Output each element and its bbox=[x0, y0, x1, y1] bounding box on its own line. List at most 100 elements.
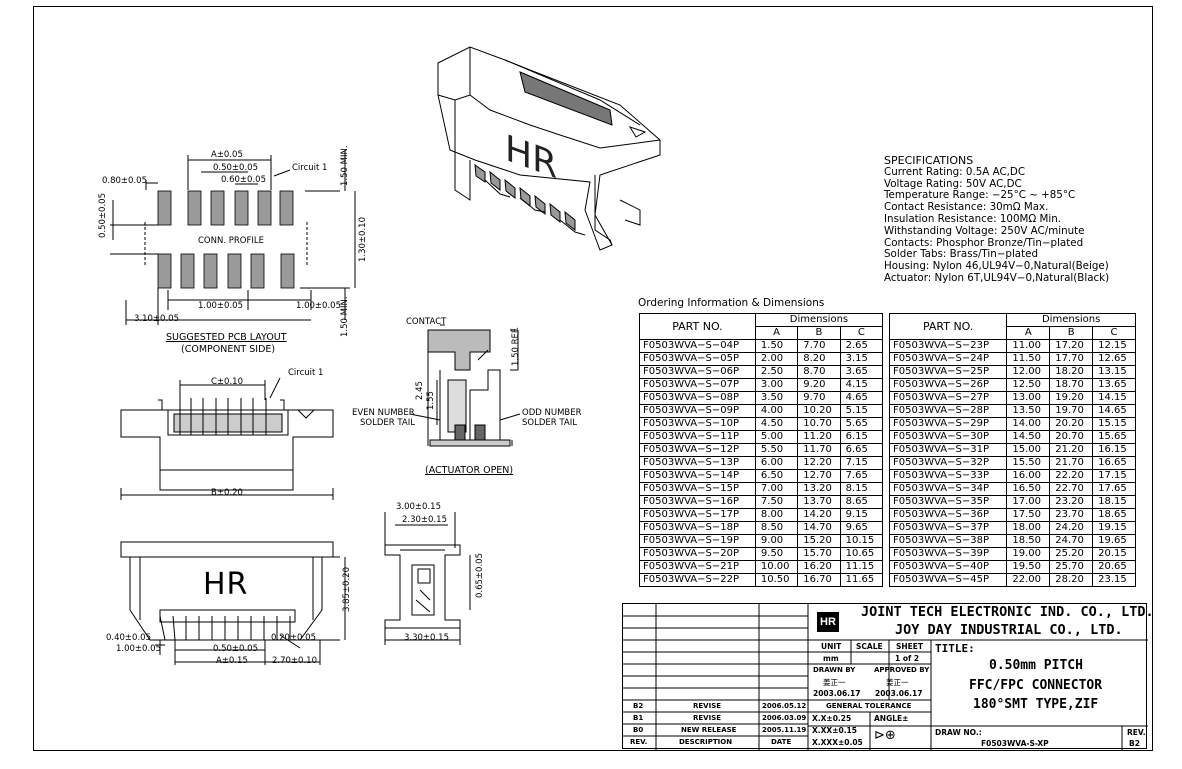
dim-050-vertical: 0.50±0.05 bbox=[98, 193, 108, 238]
dim-c-cell: 20.15 bbox=[1092, 547, 1136, 561]
part-no-cell: F0503WVA−S−45P bbox=[888, 573, 1008, 587]
col-c-header: C bbox=[1092, 326, 1136, 340]
dim-a-cell: 2.00 bbox=[754, 352, 799, 366]
projection-symbol-icon: ⊳⊕ bbox=[874, 728, 896, 743]
spec-line: Actuator: Nylon 6T,UL94V−0,Natural(Black… bbox=[884, 271, 1110, 284]
dim-b-cell: 8.70 bbox=[797, 365, 841, 379]
rev-row-date: 2005.11.19 bbox=[762, 726, 807, 734]
unit-value: mm bbox=[823, 654, 839, 663]
pcb-caption-sub: (COMPONENT SIDE) bbox=[181, 344, 276, 355]
drawing-border bbox=[33, 6, 1153, 751]
spec-line: Contacts: Phosphor Bronze/Tin−plated bbox=[884, 236, 1084, 249]
dim-b-cell: 21.20 bbox=[1049, 443, 1094, 457]
dim-b-cell: 15.70 bbox=[797, 547, 841, 561]
dim-b-cell: 11.20 bbox=[797, 430, 841, 444]
part-no-cell: F0503WVA−S−06P bbox=[639, 365, 756, 379]
spec-line: Temperature Range: −25°C ~ +85°C bbox=[884, 189, 1076, 202]
conn-profile-label: CONN. PROFILE bbox=[198, 236, 264, 246]
dim-a-cell: 15.00 bbox=[1006, 443, 1051, 457]
hr-logo-bottom: HR bbox=[203, 567, 249, 602]
dim-100-right: 1.00±0.05 bbox=[296, 301, 341, 311]
dim-c-cell: 13.15 bbox=[1092, 365, 1136, 379]
dim-c-cell: 5.65 bbox=[839, 417, 884, 431]
dim-b-cell: 14.20 bbox=[797, 508, 841, 522]
dim-c-cell: 9.15 bbox=[839, 508, 884, 522]
dim-a-cell: 16.50 bbox=[1006, 482, 1051, 496]
dim-c-cell: 16.65 bbox=[1092, 456, 1136, 470]
dim-b-cell: 18.20 bbox=[1049, 365, 1094, 379]
approved-by-date: 2003.06.17 bbox=[875, 689, 923, 698]
title-label: TITLE: bbox=[935, 642, 975, 655]
title-block-grid bbox=[623, 604, 1148, 750]
dim-a-cell: 7.00 bbox=[754, 482, 799, 496]
draw-no-label: DRAW NO.: bbox=[935, 728, 982, 737]
dim-c-cell: 3.15 bbox=[839, 352, 884, 366]
draw-no-value: F0503WVA-S-XP bbox=[981, 739, 1049, 748]
dim-b-cell: 23.20 bbox=[1049, 495, 1094, 509]
dim-a-cell: 1.50 bbox=[754, 339, 799, 353]
dim-a-cell: 6.00 bbox=[754, 456, 799, 470]
tolerance-2: X.XX±0.15 bbox=[812, 726, 857, 735]
part-no-cell: F0503WVA−S−18P bbox=[639, 521, 756, 535]
dim-b-cell: 13.70 bbox=[797, 495, 841, 509]
general-tolerance-label: GENERAL TOLERANCE bbox=[826, 702, 912, 710]
dim-a-cell: 14.50 bbox=[1006, 430, 1051, 444]
dim-b-cell: 17.70 bbox=[1049, 352, 1094, 366]
dim-c-cell: 20.65 bbox=[1092, 560, 1136, 574]
dim-c-cell: 15.65 bbox=[1092, 430, 1136, 444]
dim-050-bottom: 0.50±0.05 bbox=[213, 644, 258, 654]
rev-row-code: B2 bbox=[633, 702, 644, 710]
dim-c-cell: 17.15 bbox=[1092, 469, 1136, 483]
dim-b-cell: 11.70 bbox=[797, 443, 841, 457]
part-no-cell: F0503WVA−S−34P bbox=[888, 482, 1008, 496]
spec-line: Housing: Nylon 46,UL94V−0,Natural(Beige) bbox=[884, 260, 1109, 273]
dim-a-cell: 2.50 bbox=[754, 365, 799, 379]
dim-c-cell: 18.15 bbox=[1092, 495, 1136, 509]
dim-a: A±0.05 bbox=[211, 150, 243, 160]
dim-a-cell: 5.50 bbox=[754, 443, 799, 457]
dim-c-cell: 18.65 bbox=[1092, 508, 1136, 522]
dim-300: 3.00±0.15 bbox=[396, 502, 441, 512]
dim-270: 2.70±0.10 bbox=[272, 656, 317, 666]
part-no-cell: F0503WVA−S−11P bbox=[639, 430, 756, 444]
part-no-cell: F0503WVA−S−29P bbox=[888, 417, 1008, 431]
dim-c-cell: 19.15 bbox=[1092, 521, 1136, 535]
rev-row-code: B0 bbox=[633, 726, 644, 734]
part-no-cell: F0503WVA−S−20P bbox=[639, 547, 756, 561]
dim-a-cell: 9.00 bbox=[754, 534, 799, 548]
dim-c-cell: 17.65 bbox=[1092, 482, 1136, 496]
rev-row-date: 2006.03.09 bbox=[762, 714, 807, 722]
dim-a-cell: 16.00 bbox=[1006, 469, 1051, 483]
col-c-header: C bbox=[839, 326, 884, 340]
dim-385: 3.85±0.20 bbox=[342, 567, 352, 612]
part-no-cell: F0503WVA−S−27P bbox=[888, 391, 1008, 405]
dim-b-cell: 20.20 bbox=[1049, 417, 1094, 431]
dim-100-left: 1.00±0.05 bbox=[198, 301, 243, 311]
dim-c-cell: 14.65 bbox=[1092, 404, 1136, 418]
dim-155: 1.55 bbox=[426, 391, 436, 410]
part-no-cell: F0503WVA−S−16P bbox=[639, 495, 756, 509]
dim-a-cell: 6.50 bbox=[754, 469, 799, 483]
rev-value: B2 bbox=[1129, 739, 1140, 748]
part-no-cell: F0503WVA−S−19P bbox=[639, 534, 756, 548]
dim-b-cell: 13.20 bbox=[797, 482, 841, 496]
dim-230: 2.30±0.15 bbox=[402, 515, 447, 525]
side-view-drawing bbox=[384, 512, 471, 645]
dim-b-cell: 25.20 bbox=[1049, 547, 1094, 561]
part-no-cell: F0503WVA−S−33P bbox=[888, 469, 1008, 483]
col-a-header: A bbox=[1006, 326, 1051, 340]
front-view-drawing bbox=[120, 377, 334, 500]
part-no-cell: F0503WVA−S−12P bbox=[639, 443, 756, 457]
dim-a-cell: 11.50 bbox=[1006, 352, 1051, 366]
